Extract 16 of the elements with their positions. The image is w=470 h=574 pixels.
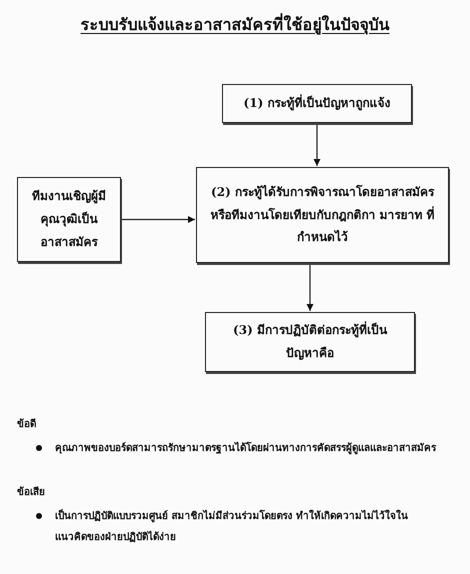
section-heading: ข้อดี: [17, 417, 37, 432]
bullet-text: เป็นการปฏิบัติแบบรวมศูนย์ สมาชิกไม่มีส่วนร่วมโดยตรง ทำให้เกิดความไม่ไว้ใจในแนวคิดของฝ่ายปฏิบัติได้ง่าย: [55, 508, 409, 545]
arrow: [314, 124, 320, 166]
box-text: (1) กระทู้ที่เป็นปัญหาถูกแจ้ง: [244, 93, 390, 112]
arrow: [306, 264, 314, 311]
process-box: [222, 84, 412, 123]
section-heading: ข้อเสีย: [17, 485, 46, 500]
box-text: (3) มีการปฏิบัติต่อกระทู้ที่เป็นปัญหาคือ: [232, 320, 388, 362]
process-box: [17, 177, 121, 262]
process-box: [196, 167, 449, 263]
arrow: [122, 216, 195, 223]
box-text: ทีมงานเชิญผู้มีคุณวุฒิเป็นอาสาสมัคร: [31, 188, 107, 251]
title: ระบบรับแจ้งและอาสาสมัครที่ใช้อยู่ในปัจจุบัน: [80, 15, 390, 34]
box-text: (2) กระทู้ได้รับการพิจารณาโดยอาสาสมัครหรือทีมงานโดยเทียบกับกฎกติกา มารยาท ที่กำหนดไว้: [209, 184, 436, 246]
process-box: [205, 312, 415, 372]
bullet-text: คุณภาพของบอร์ดสามารถรักษามาตรฐานได้โดยผ่านทางการคัดสรรผู้ดูแลและอาสาสมัคร: [55, 440, 438, 456]
